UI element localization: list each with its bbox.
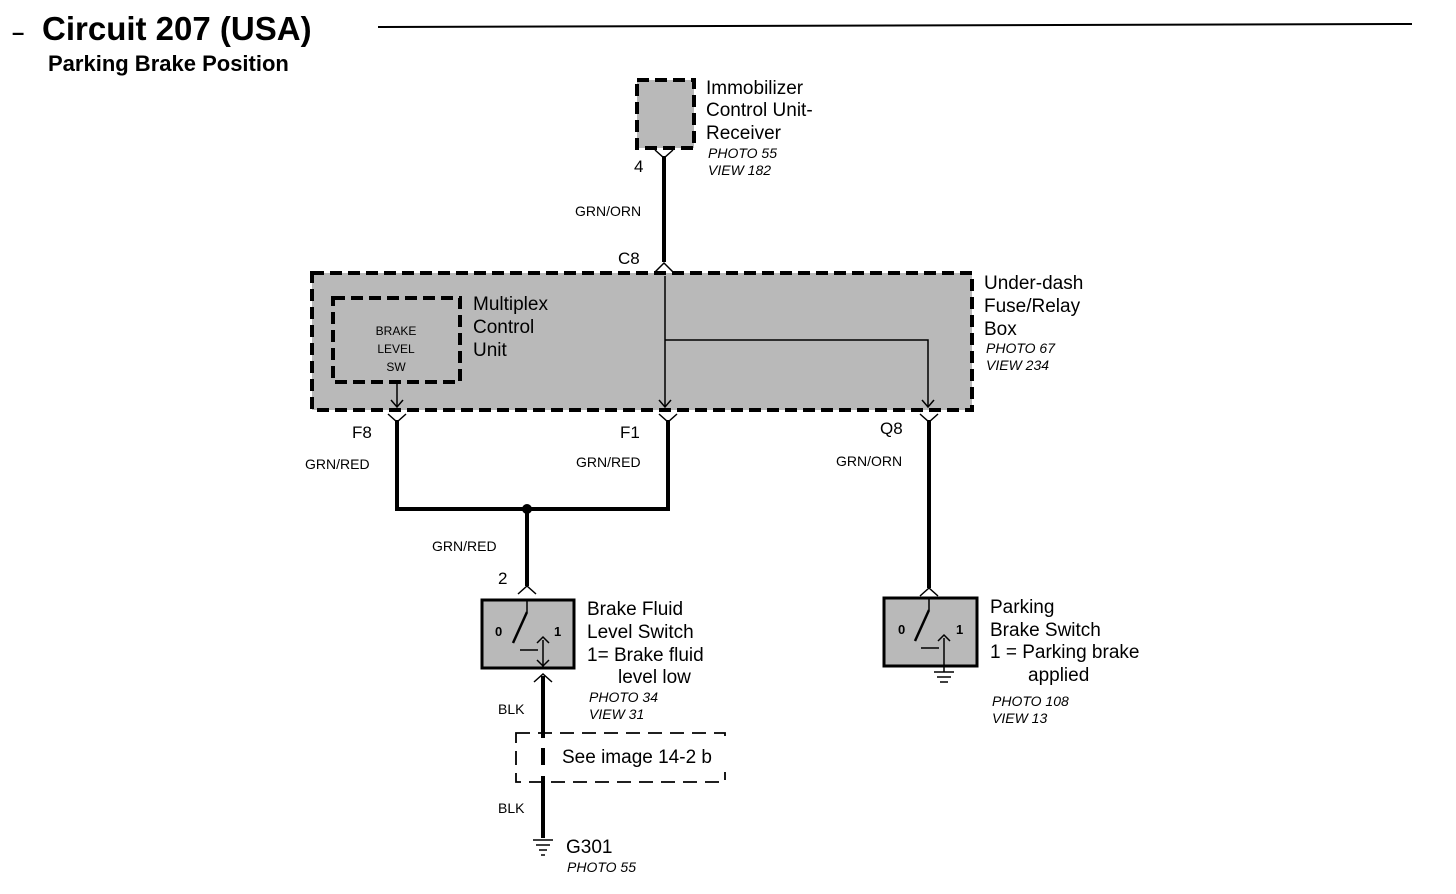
parking-label-1: Parking (990, 597, 1054, 618)
parking-view: VIEW 13 (992, 710, 1047, 726)
wire-grn-red-f8 (395, 420, 527, 511)
ground-photo: PHOTO 55 (567, 859, 636, 875)
parking-label-4: applied (1028, 665, 1089, 686)
parking-pos0: 0 (898, 622, 905, 637)
reference-text: See image 14-2 b (562, 747, 712, 768)
pin-f8: F8 (352, 423, 372, 442)
parking-label-3: 1 = Parking brake (990, 642, 1139, 663)
brake-fluid-photo: PHOTO 34 (589, 689, 658, 705)
multiplex-label-2: Control (473, 317, 534, 338)
wire-label-q8: GRN/ORN (836, 453, 902, 469)
fuse-box-label-2: Fuse/Relay (984, 296, 1081, 317)
reference-box: See image 14-2 b (515, 732, 732, 783)
wire-label-blk-2: BLK (498, 800, 525, 816)
immobilizer-photo: PHOTO 55 (708, 145, 777, 161)
multiplex-control-unit: BRAKE LEVEL SW Multiplex Control Unit (331, 294, 548, 384)
parking-photo: PHOTO 108 (992, 693, 1069, 709)
wire-label-join: GRN/RED (432, 538, 497, 554)
brake-fluid-label-2: Level Switch (587, 622, 694, 643)
parking-label-2: Brake Switch (990, 620, 1101, 641)
pin-c8: C8 (618, 249, 640, 268)
wire-label-f8: GRN/RED (305, 456, 370, 472)
brake-level-sw-1: BRAKE (376, 324, 417, 338)
brake-fluid-pin: 2 (498, 569, 507, 588)
wire-label-f1: GRN/RED (576, 454, 641, 470)
parking-brake-switch: 0 1 Parking Brake Switch 1 = Parking bra… (882, 596, 1139, 726)
wire-label-blk-1: BLK (498, 701, 525, 717)
brake-fluid-label-3: 1= Brake fluid (587, 645, 704, 666)
multiplex-label-3: Unit (473, 340, 508, 361)
immobilizer-pin: 4 (634, 157, 643, 176)
header-dash: – (12, 20, 24, 45)
wire-grn-red-f1 (527, 420, 670, 511)
pin-f1: F1 (620, 423, 640, 442)
brake-fluid-label-1: Brake Fluid (587, 599, 683, 620)
header-rule (377, 23, 1413, 28)
brake-fluid-label-4: level low (618, 667, 691, 688)
ground-label: G301 (566, 837, 612, 858)
page-subtitle: Parking Brake Position (48, 51, 289, 76)
wire-label-top: GRN/ORN (575, 203, 641, 219)
multiplex-label-1: Multiplex (473, 294, 548, 315)
pin-q8: Q8 (880, 419, 903, 438)
fuse-box-view: VIEW 234 (986, 357, 1049, 373)
immobilizer-label-1: Immobilizer (706, 78, 804, 99)
brake-fluid-view: VIEW 31 (589, 706, 644, 722)
fuse-box-photo: PHOTO 67 (986, 340, 1056, 356)
fuse-relay-box: C8 Under-dash Fuse/Relay Box PHOTO 67 VI… (310, 249, 1083, 412)
brake-fluid-pos0: 0 (495, 624, 502, 639)
parking-pos1: 1 (956, 622, 963, 637)
brake-fluid-pos1: 1 (554, 624, 561, 639)
ground-symbol (533, 839, 553, 856)
brake-fluid-level-switch: 0 1 Brake Fluid Level Switch 1= Brake fl… (480, 598, 704, 722)
immobilizer-unit: Immobilizer Control Unit- Receiver PHOTO… (634, 78, 813, 178)
page-title: Circuit 207 (USA) (42, 10, 312, 47)
fuse-box-label-3: Box (984, 319, 1017, 340)
brake-level-sw-2: LEVEL (377, 342, 415, 356)
brake-level-sw-3: SW (386, 360, 406, 374)
immobilizer-view: VIEW 182 (708, 162, 771, 178)
fuse-box-label-1: Under-dash (984, 273, 1083, 294)
immobilizer-label-2: Control Unit- (706, 100, 813, 121)
immobilizer-label-3: Receiver (706, 123, 782, 144)
